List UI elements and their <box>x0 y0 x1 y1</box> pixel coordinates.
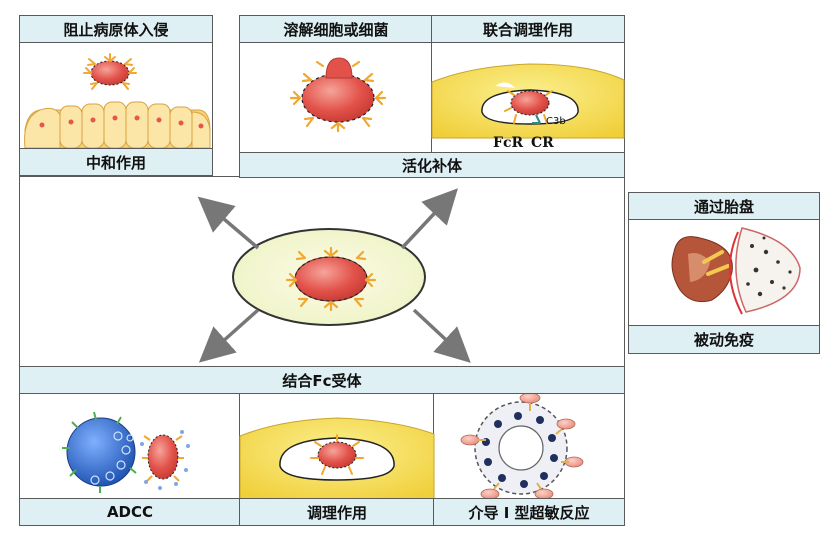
label-bind-fc-receptor: 结合Fc受体 <box>19 366 625 394</box>
fcr-label: FcR <box>493 135 523 151</box>
label-type1-hypersensitivity: 介导 Ⅰ 型超敏反应 <box>433 498 625 526</box>
adcc-illustration <box>62 411 190 493</box>
epithelial-cells <box>24 101 211 149</box>
label-neutralization: 中和作用 <box>19 148 213 176</box>
placenta-illustration <box>671 227 801 315</box>
label-lysis: 溶解细胞或细菌 <box>239 15 433 43</box>
coated-pathogen <box>83 53 137 90</box>
arrows <box>197 188 471 363</box>
arrow-down-right <box>412 308 471 363</box>
lysis-illustration <box>289 57 387 133</box>
center-antigen-complex <box>232 228 426 326</box>
label-placenta: 通过胎盘 <box>628 192 820 220</box>
hypersensitivity-illustration <box>460 392 584 500</box>
label-passive-immunity: 被动免疫 <box>628 325 820 354</box>
cr-label: CR <box>531 135 554 151</box>
c3b-label: C3b <box>546 116 566 127</box>
label-opsonization-complement: 联合调理作用 <box>431 15 625 43</box>
opsonization-illustration <box>239 417 435 501</box>
neutralization-illustration <box>24 53 211 149</box>
label-adcc: ADCC <box>19 498 241 526</box>
arrow-up-right <box>400 188 458 250</box>
arrow-down-left <box>198 308 260 363</box>
label-activate-complement: 活化补体 <box>239 152 625 178</box>
opsonization-complement-illustration: FcR CR C3b <box>431 63 625 151</box>
arrow-up-left <box>197 196 260 250</box>
label-opsonization: 调理作用 <box>239 498 435 526</box>
label-block-pathogen-entry: 阻止病原体入侵 <box>19 15 213 43</box>
